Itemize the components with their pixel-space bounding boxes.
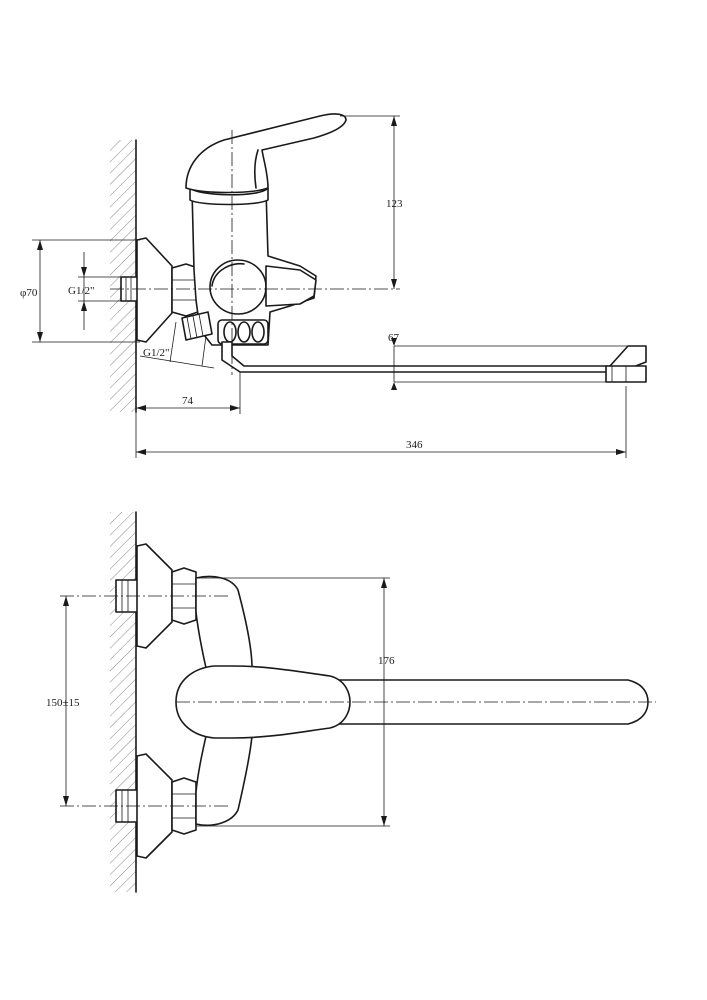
hex-nut-side (171, 263, 199, 317)
dim-body-height: 176 (196, 577, 395, 827)
dim-74-label: 74 (182, 395, 194, 407)
wall-flange-side (136, 237, 173, 343)
dim-150-label: 150±15 (46, 697, 80, 709)
wall-side (110, 139, 137, 413)
dim-overall-length: 346 (135, 386, 627, 458)
faucet-body-front (195, 575, 253, 826)
front-view: 176 150±15 (46, 511, 656, 893)
dim-inlet-thread: G1/2" (68, 252, 124, 330)
dim-346-label: 346 (406, 439, 423, 451)
dim-wall-to-body: 74 (136, 372, 241, 414)
spout-side (221, 341, 647, 383)
dim-spout-drop: 67 (388, 332, 640, 390)
dim-flange-diameter: φ70 (20, 239, 140, 343)
dim-phi70-label: φ70 (20, 287, 38, 299)
faucet-body-side (189, 187, 317, 346)
dim-inlet-spacing: 150±15 (46, 596, 80, 806)
dim-67-label: 67 (388, 332, 400, 344)
dim-outlet-thread: G1/2" (139, 321, 215, 369)
dim-height-above-axis: 123 (340, 115, 403, 289)
wall-front (110, 511, 137, 893)
dim-123-label: 123 (386, 198, 403, 210)
dim-outlet-thread-label: G1/2" (143, 347, 170, 359)
dim-inlet-thread-label: G1/2" (68, 285, 95, 297)
lever-handle-side (185, 113, 347, 194)
hose-outlet-side (181, 311, 213, 341)
lever-handle-front (175, 665, 351, 739)
side-view: 123 φ70 G1/2" G1/2" (20, 113, 647, 458)
dim-176-label: 176 (378, 655, 395, 667)
